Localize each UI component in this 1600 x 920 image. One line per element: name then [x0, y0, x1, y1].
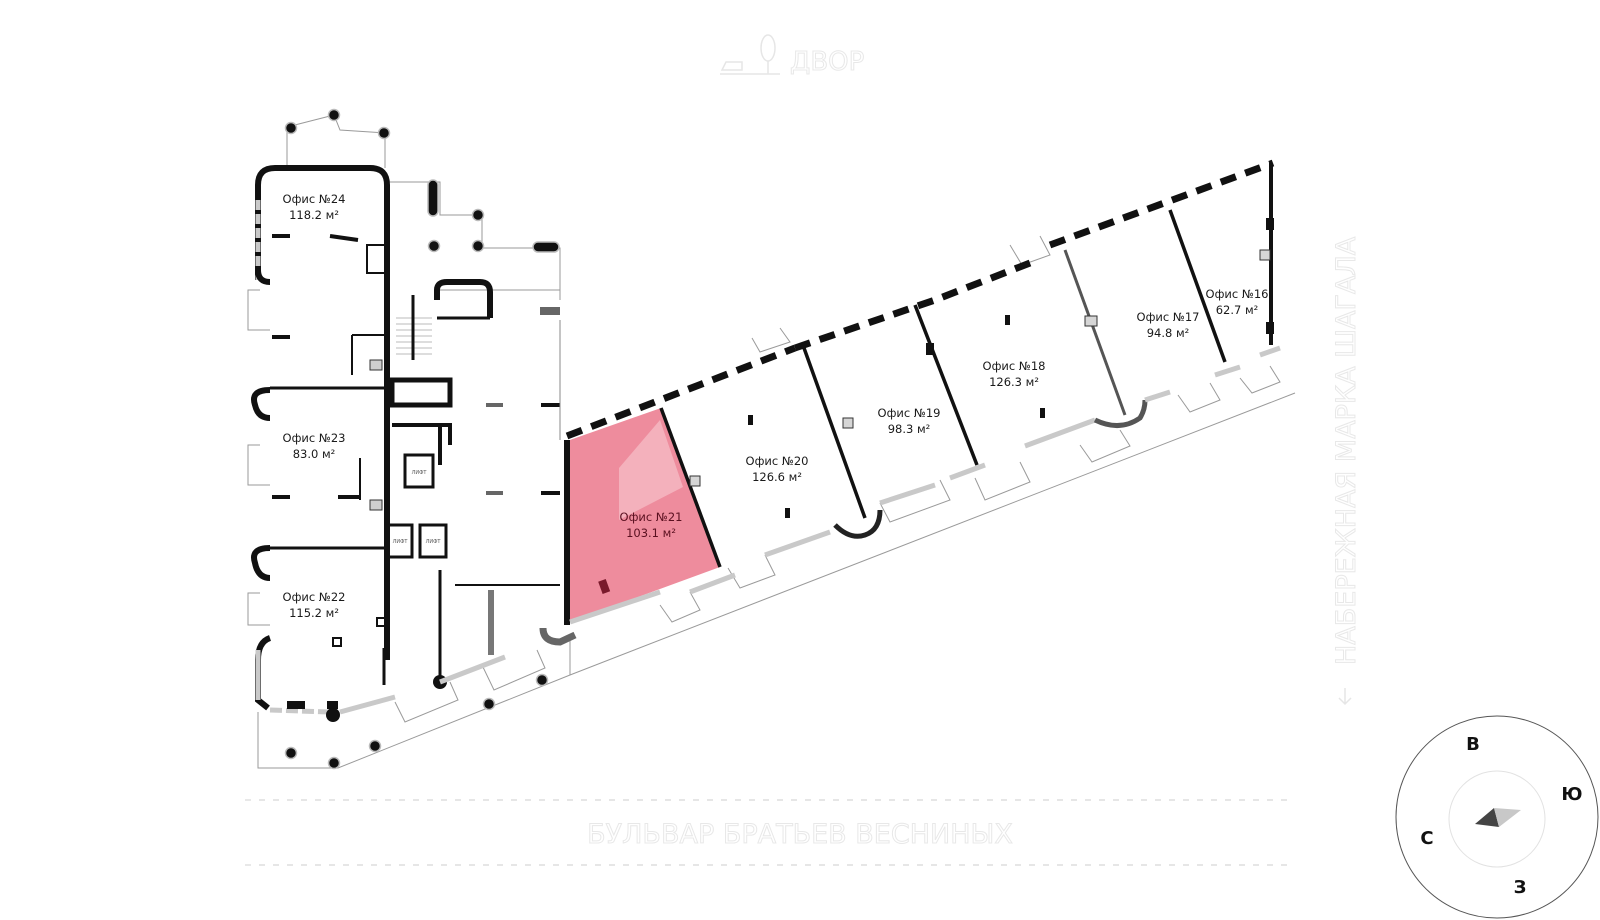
courtyard-label: ДВОР	[720, 34, 865, 78]
office-24[interactable]: Офис №24 118.2 м²	[283, 192, 346, 222]
compass-east: В	[1466, 734, 1480, 755]
left-wing-walls	[251, 165, 506, 722]
street-bottom-label: БУЛЬВАР БРАТЬЕВ ВЕСНИНЫХ	[587, 819, 1013, 850]
office-21-fill[interactable]	[567, 408, 720, 622]
office-23[interactable]: Офис №23 83.0 м²	[283, 431, 346, 461]
svg-text:Офис №24: Офис №24	[283, 192, 346, 206]
svg-text:Офис №16: Офис №16	[1206, 287, 1269, 301]
svg-text:Офис №17: Офис №17	[1137, 310, 1200, 324]
svg-text:98.3 м²: 98.3 м²	[888, 422, 931, 436]
office-20[interactable]: Офис №20 126.6 м²	[746, 454, 809, 484]
svg-text:94.8 м²: 94.8 м²	[1147, 326, 1190, 340]
office-21-label[interactable]: Офис №21 103.1 м²	[620, 510, 683, 540]
compass-south: Ю	[1561, 784, 1582, 805]
arrow-down-icon	[1338, 688, 1352, 706]
svg-text:Офис №23: Офис №23	[283, 431, 346, 445]
compass-needle-icon	[1475, 808, 1521, 827]
office-18[interactable]: Офис №18 126.3 м²	[983, 359, 1046, 389]
svg-text:ЛИФТ: ЛИФТ	[412, 470, 428, 476]
svg-text:126.6 м²: 126.6 м²	[752, 470, 802, 484]
svg-text:118.2 м²: 118.2 м²	[289, 208, 339, 222]
office-17[interactable]: Офис №17 94.8 м²	[1137, 310, 1200, 340]
office-22[interactable]: Офис №22 115.2 м²	[283, 590, 346, 620]
svg-text:115.2 м²: 115.2 м²	[289, 606, 339, 620]
svg-text:Офис №19: Офис №19	[878, 406, 941, 420]
tree-bench-icon	[720, 34, 780, 75]
svg-text:103.1 м²: 103.1 м²	[626, 526, 676, 540]
compass: В Ю С З	[1395, 715, 1599, 919]
lift-1: ЛИФТ	[403, 453, 435, 489]
svg-text:Офис №22: Офис №22	[283, 590, 346, 604]
lift-2: ЛИФТ	[386, 523, 414, 559]
svg-text:Офис №18: Офис №18	[983, 359, 1046, 373]
office-21-highlight	[619, 420, 683, 520]
compass-north: С	[1420, 828, 1433, 849]
svg-text:ЛИФТ: ЛИФТ	[426, 539, 442, 545]
svg-text:62.7 м²: 62.7 м²	[1216, 303, 1259, 317]
svg-text:НАБЕРЕЖНАЯ МАРКА ШАГАЛА: НАБЕРЕЖНАЯ МАРКА ШАГАЛА	[1331, 236, 1362, 665]
svg-text:Офис №20: Офис №20	[746, 454, 809, 468]
right-wing-walls	[564, 159, 1281, 625]
compass-west: З	[1514, 877, 1527, 898]
core: ЛИФТ ЛИФТ ЛИФТ	[386, 279, 577, 655]
office-16[interactable]: Офис №16 62.7 м²	[1206, 287, 1269, 317]
lift-3: ЛИФТ	[418, 523, 448, 559]
office-21[interactable]	[567, 408, 720, 622]
svg-text:83.0 м²: 83.0 м²	[293, 447, 336, 461]
columns	[284, 108, 560, 770]
svg-text:ЛИФТ: ЛИФТ	[393, 539, 409, 545]
street-right-label: НАБЕРЕЖНАЯ МАРКА ШАГАЛА	[1331, 236, 1363, 666]
courtyard-text: ДВОР	[790, 47, 864, 77]
svg-text:126.3 м²: 126.3 м²	[989, 375, 1039, 389]
office-19[interactable]: Офис №19 98.3 м²	[878, 406, 941, 436]
svg-text:Офис №21: Офис №21	[620, 510, 683, 524]
